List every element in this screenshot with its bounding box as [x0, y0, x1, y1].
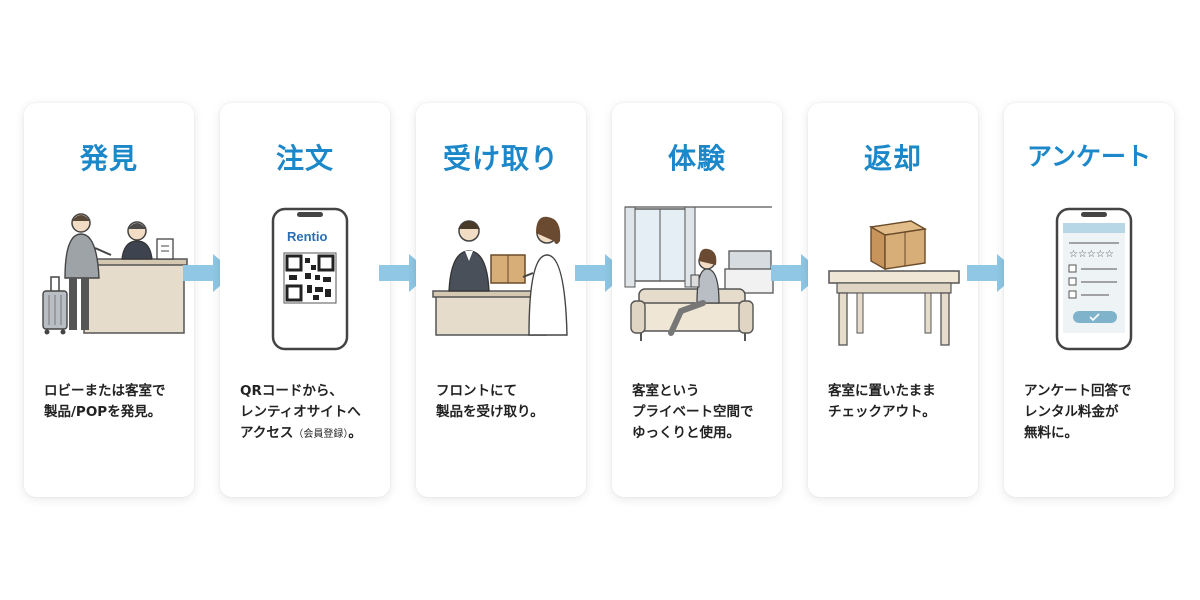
step-title: アンケート: [1026, 142, 1151, 171]
description-line: チェックアウト。: [828, 404, 936, 420]
description-line: アンケート回答で: [1024, 383, 1132, 399]
lobby-reception-illustration: [42, 213, 188, 335]
step-card-return: 返却 客室に置いたまま チェックアウト。: [808, 103, 978, 497]
description-line: ゆっくりと使用。: [632, 425, 740, 441]
step-description: アンケート回答で レンタル料金が 無料に。: [1024, 381, 1164, 444]
description-line: 無料に。: [1024, 425, 1078, 441]
description-line: プライベート空間で: [632, 404, 754, 420]
step-title: 受け取り: [442, 142, 559, 175]
smartphone-qr-illustration: Rentio: [271, 207, 349, 351]
description-line: フロントにて: [436, 383, 517, 399]
step-description: ロビーまたは客室で 製品/POPを発見。: [44, 381, 184, 423]
step-card-order: 注文 Rentio QRコードから、 レンティオサイトへ アクセス（会員登録）。: [220, 103, 390, 497]
rentio-logo-text: Rentio: [287, 229, 328, 244]
hotel-room-illustration: [624, 206, 774, 341]
description-line: レンタル料金が: [1024, 404, 1119, 420]
step-description: 客室に置いたまま チェックアウト。: [828, 381, 968, 423]
description-line: 製品/POPを発見。: [44, 404, 162, 420]
step-description: QRコードから、 レンティオサイトへ アクセス（会員登録）。: [240, 381, 380, 445]
step-title: 注文: [275, 142, 334, 175]
description-line: ロビーまたは客室で: [44, 383, 166, 399]
step-card-survey: アンケート ☆☆☆☆☆ アンケート回答で レンタル料金が 無料に。: [1004, 103, 1174, 497]
description-line: 製品を受け取り。: [436, 404, 544, 420]
description-line: QRコードから、: [240, 383, 343, 399]
description-line: アクセス（会員登録）。: [240, 425, 362, 441]
step-title: 返却: [863, 142, 922, 175]
description-line: レンティオサイトへ: [240, 404, 361, 420]
star-rating-icon: ☆☆☆☆☆: [1069, 249, 1114, 260]
step-card-experience: 体験 客室という プライベート空間で: [612, 103, 782, 497]
description-line: 客室に置いたまま: [828, 383, 936, 399]
step-description: フロントにて 製品を受け取り。: [436, 381, 576, 423]
step-description: 客室という プライベート空間で ゆっくりと使用。: [632, 381, 772, 444]
box-on-table-illustration: [828, 220, 960, 346]
step-title: 発見: [79, 142, 138, 175]
step-card-discover: 発見: [24, 103, 194, 497]
description-line: 客室という: [632, 383, 700, 399]
step-title: 体験: [667, 142, 726, 175]
step-card-pickup: 受け取り フロントにて 製品を受け取り。: [416, 103, 586, 497]
package-handover-illustration: [432, 216, 568, 336]
smartphone-survey-illustration: ☆☆☆☆☆: [1055, 207, 1133, 351]
